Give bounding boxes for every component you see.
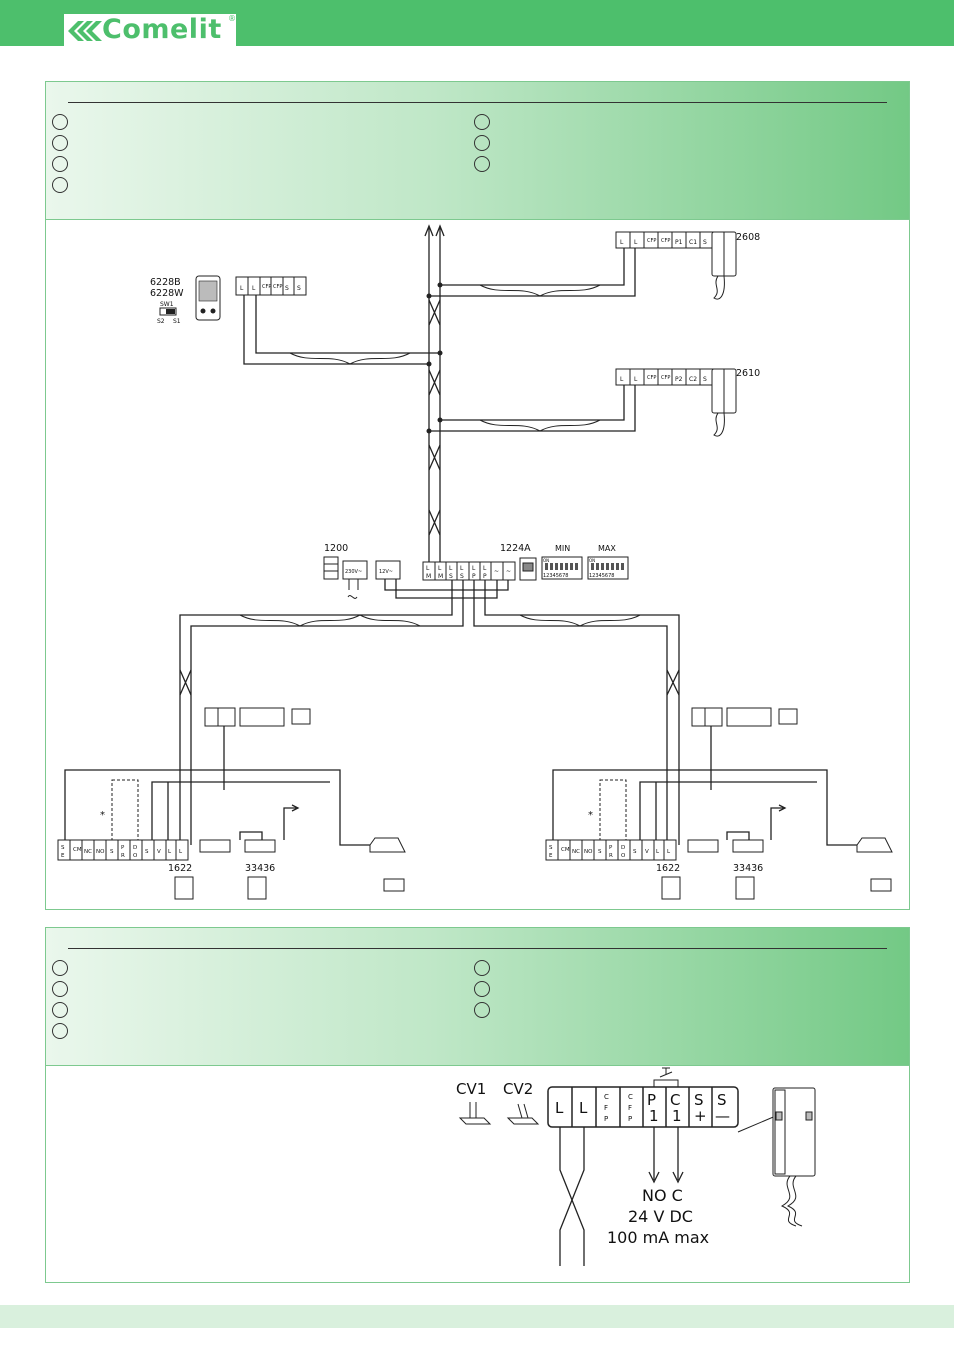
bullet-1 [52,114,68,130]
panel-1-rule [68,102,887,103]
bullet-13 [474,981,490,997]
bullet-14 [474,1002,490,1018]
bullet-2 [52,135,68,151]
bullet-5 [474,114,490,130]
bullet-10 [52,1002,68,1018]
footer-bar [0,1305,954,1328]
bullet-6 [474,135,490,151]
comelit-logo-icon [68,21,102,41]
brand-logo: Comelit ® [64,14,236,46]
bullet-12 [474,960,490,976]
bullet-7 [474,156,490,172]
bullet-9 [52,981,68,997]
registered-mark: ® [228,14,236,23]
bullet-8 [52,960,68,976]
bullet-11 [52,1023,68,1039]
brand-name: Comelit [102,14,222,45]
bullet-4 [52,177,68,193]
wiring-panel-2 [45,927,910,1283]
panel-1-header [46,82,909,219]
bullet-3 [52,156,68,172]
wiring-panel-1 [45,81,910,910]
panel-2-rule [68,948,887,949]
panel-2-header [46,928,909,1065]
